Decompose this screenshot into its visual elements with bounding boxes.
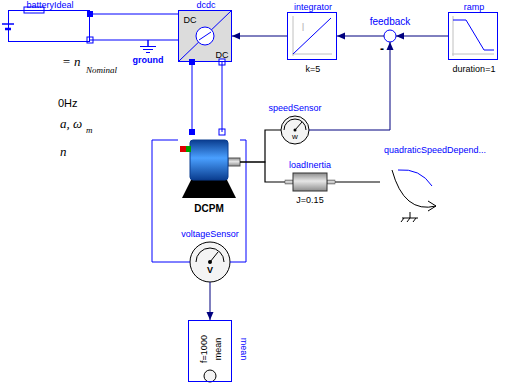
- component-name: loadInertia: [289, 161, 331, 170]
- torque-load-icon: [392, 170, 436, 222]
- ramp-icon: [452, 16, 494, 56]
- electric-wire: [192, 62, 193, 132]
- component-name: feedback: [370, 17, 411, 27]
- speed-sensor-icon: [281, 116, 309, 144]
- ground-node: ground: [140, 46, 156, 54]
- torque-node: quadraticSpeedDepend...: [380, 158, 440, 220]
- component-name: quadraticSpeedDepend...: [384, 146, 486, 155]
- component-text: -: [380, 43, 384, 55]
- formula-fragment: Nominal: [86, 66, 117, 75]
- signal-line: [309, 42, 390, 130]
- component-name: ground: [133, 56, 164, 65]
- electric-wire: [90, 40, 148, 46]
- electric-wire: [148, 40, 178, 46]
- component-text: DC: [216, 51, 229, 60]
- arrow-head: [232, 33, 240, 40]
- dc-motor-icon: [180, 129, 240, 198]
- sensor-node: speedSensorw: [281, 116, 309, 144]
- electric-wire: [90, 14, 178, 15]
- battery-symbol: [2, 7, 93, 43]
- component-text: w: [292, 133, 298, 141]
- electric-wire: [230, 140, 246, 262]
- arrow-head: [387, 42, 394, 50]
- integrator-box: integratorIk=5: [287, 12, 337, 60]
- component-name: mean: [239, 338, 248, 361]
- arrow-head: [337, 33, 345, 40]
- component-text: V: [207, 266, 213, 275]
- feedback-node: feedback-: [384, 30, 396, 42]
- formula-fragment: 0Hz: [58, 98, 78, 109]
- arrow-head: [396, 33, 404, 40]
- component-text: DC: [184, 16, 197, 25]
- component-text: mean: [214, 338, 223, 361]
- ramp-box: rampduration=1: [448, 12, 498, 60]
- component-name: voltageSensor: [181, 230, 239, 239]
- motor-node: DCPM: [178, 132, 240, 200]
- component-name: batteryIdeal: [26, 1, 73, 10]
- component-text: f=1000: [200, 335, 209, 363]
- shaft-connection: [335, 181, 380, 182]
- electric-wire: [222, 62, 223, 132]
- mean-box: meanmeanf=1000: [188, 320, 232, 382]
- component-name: dcdc: [196, 1, 215, 10]
- inertia-node: loadInertiaJ=0.15: [285, 172, 335, 192]
- mean-block-icon: [204, 370, 216, 382]
- component-name: DCPM: [194, 204, 223, 214]
- formula-fragment: m: [86, 126, 93, 135]
- component-text: duration=1: [453, 65, 496, 74]
- integrator-icon: [292, 16, 332, 56]
- formula-fragment: n: [60, 145, 67, 158]
- shaft-connection: [240, 162, 285, 182]
- component-name: integrator: [294, 3, 332, 12]
- component-name: ramp: [464, 3, 485, 12]
- component-text: k=5: [306, 65, 321, 74]
- component-text: J=0.15: [296, 196, 323, 205]
- shaft-connection: [240, 130, 281, 162]
- ground-symbol: [140, 47, 156, 53]
- dcdc-converter-icon: [179, 11, 231, 65]
- voltage-sensor-icon: [190, 242, 230, 282]
- feedback-circle: [384, 30, 396, 42]
- electric-wire: [152, 140, 190, 262]
- component-name: speedSensor: [268, 104, 321, 113]
- arrow-head: [207, 312, 214, 320]
- formula-fragment: = n: [62, 55, 81, 68]
- component-text: I: [301, 22, 304, 33]
- signal-line: [232, 36, 287, 37]
- inertia-icon: [285, 173, 335, 191]
- formula-fragment: a, ω: [60, 117, 82, 130]
- battery-box: batteryIdeal: [8, 10, 90, 42]
- sensor-node: voltageSensorV: [190, 242, 230, 282]
- converter-box: dcdcDCDC: [178, 10, 232, 62]
